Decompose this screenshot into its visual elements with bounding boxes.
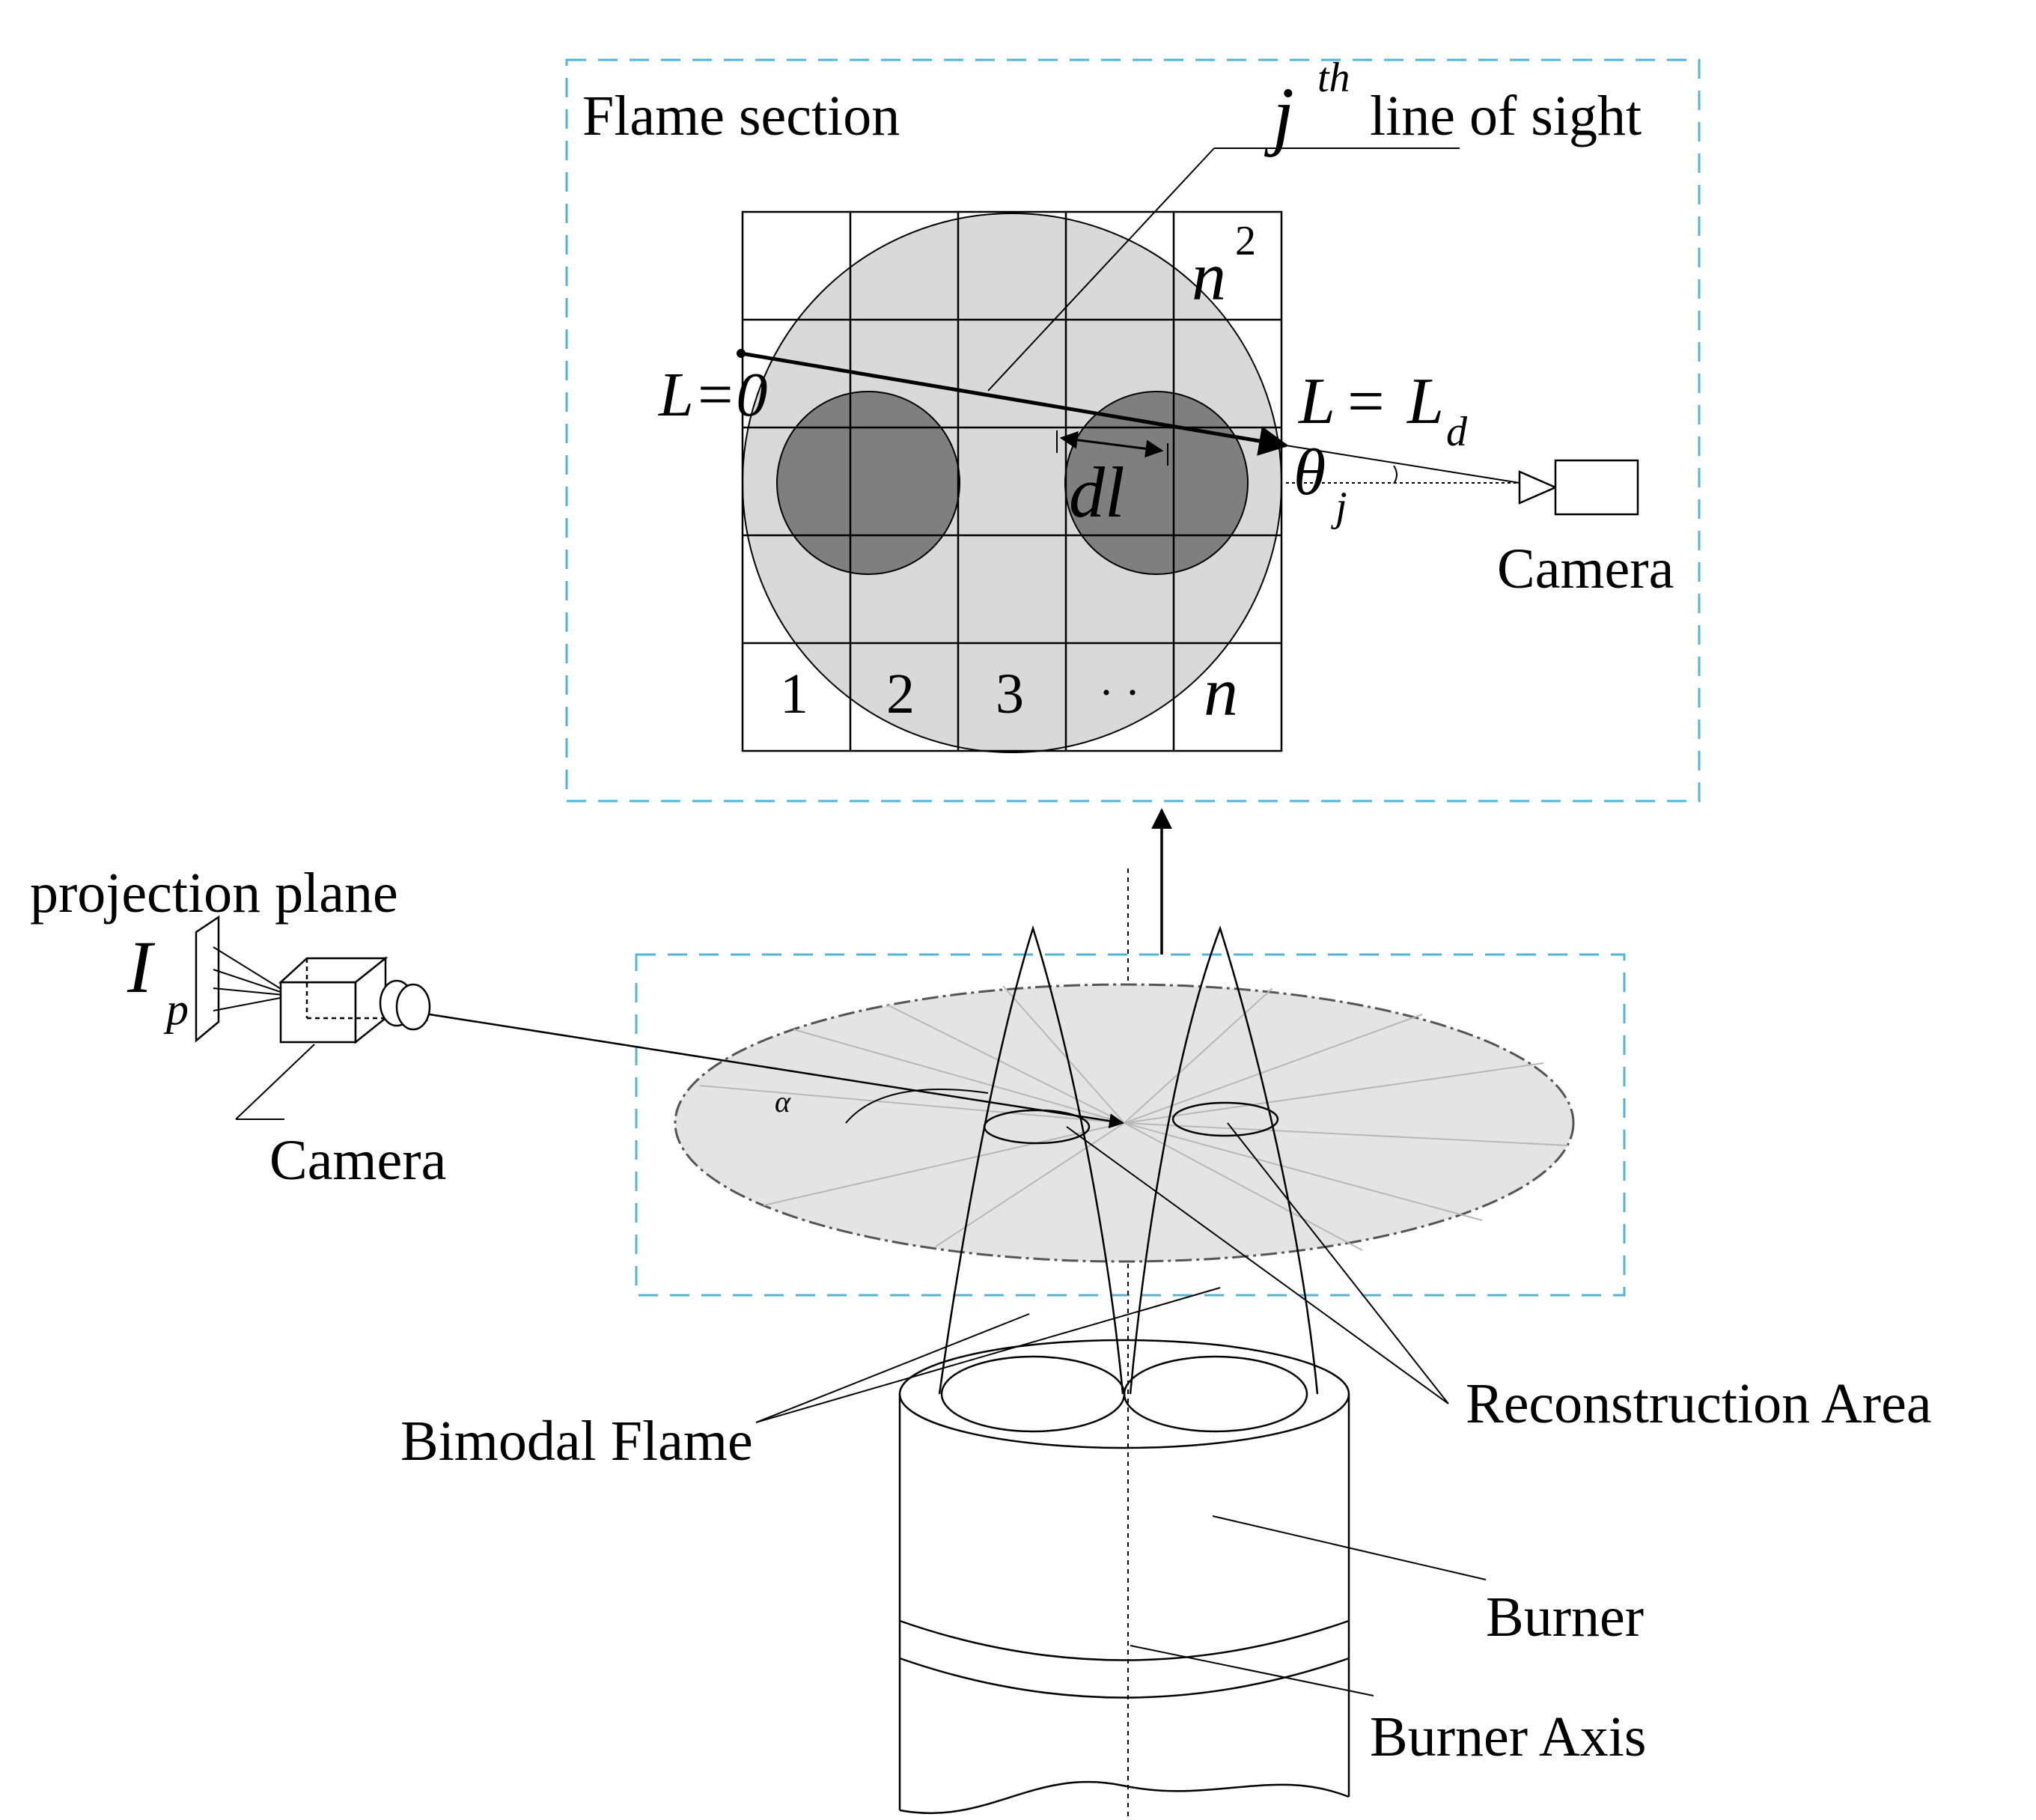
projection-plane-label: projection plane	[30, 862, 398, 925]
los-label: line of sight	[1370, 85, 1642, 147]
L-d-label-L: L	[1297, 365, 1335, 438]
camera-left-leader	[235, 1044, 315, 1120]
n-squared-exponent: 2	[1235, 218, 1256, 264]
reconstruction-grid	[741, 210, 1283, 752]
cell-label-3: 3	[996, 663, 1024, 725]
line-of-sight	[740, 351, 1289, 456]
burner-body	[898, 1339, 1350, 1815]
cell-label-dots: · ·	[1099, 668, 1140, 717]
Ip-sub: p	[163, 984, 189, 1034]
Ip-label: I	[127, 925, 156, 1008]
theta-arc	[1393, 465, 1398, 484]
camera-icon-left	[278, 956, 431, 1044]
los-leader	[987, 147, 1215, 392]
flame-section-title: Flame section	[582, 85, 900, 147]
theta-label: θ	[1293, 436, 1326, 509]
bimodal-leader-1	[755, 1313, 1030, 1423]
cell-label-n: n	[1204, 654, 1238, 730]
L-zero-label: L=0	[658, 360, 767, 430]
camera-label-top: Camera	[1497, 538, 1674, 600]
projection-rays-icon	[213, 946, 293, 1011]
L-d-label-base: L	[1406, 365, 1444, 438]
flame-section-frame	[565, 58, 1701, 803]
cell-label-1: 1	[780, 663, 808, 725]
camera-label-left: Camera	[269, 1129, 446, 1192]
L-d-label-sub: d	[1446, 409, 1468, 455]
bimodal-flame-label: Bimodal Flame	[400, 1410, 753, 1473]
reconstruction-area-label: Reconstruction Area	[1466, 1372, 1932, 1435]
burner-leader	[1212, 1515, 1487, 1580]
bimodal-flame-cones	[938, 925, 1319, 1395]
burner-axis-leader	[1130, 1645, 1374, 1696]
dl-arrow	[1059, 430, 1164, 458]
burner-label: Burner	[1486, 1586, 1644, 1649]
recon-leader-2	[1227, 1122, 1449, 1404]
recon-leader-1	[1066, 1126, 1449, 1404]
burner-axis-label: Burner Axis	[1370, 1705, 1646, 1768]
los-j: j	[1264, 72, 1294, 158]
los-th: th	[1317, 55, 1350, 101]
theta-sub: j	[1331, 484, 1347, 530]
cell-label-2: 2	[886, 663, 915, 725]
los-extension	[1285, 445, 1520, 484]
alpha-label: α	[775, 1085, 791, 1119]
L-d-label-eq: =	[1347, 365, 1385, 438]
projection-plane-icon	[195, 915, 220, 1043]
bimodal-leader-2	[755, 1287, 1221, 1423]
dl-label: dl	[1069, 452, 1125, 532]
camera-icon-top	[1518, 459, 1639, 516]
section-ellipse-right	[1171, 1101, 1279, 1137]
flame-core-left	[776, 391, 960, 575]
camera-sightline	[414, 1006, 1124, 1129]
n-squared-label: n	[1192, 238, 1226, 314]
